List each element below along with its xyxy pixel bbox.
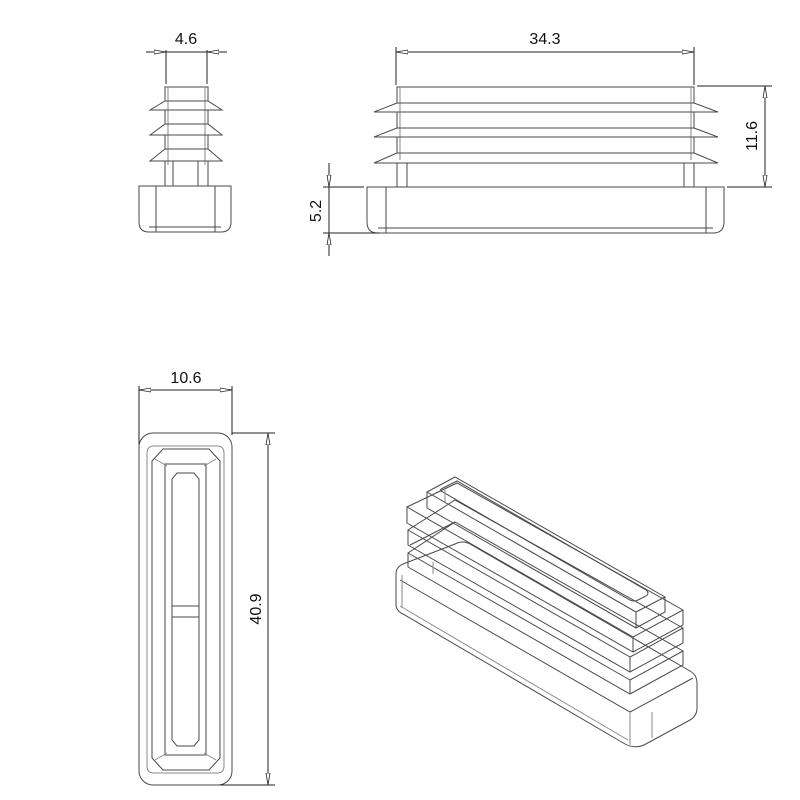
cap-outline: [138, 432, 233, 786]
dimension-insert-height: 11.6: [697, 85, 772, 188]
side-cap-flange: [366, 186, 725, 234]
top-view: 10.6 40.9: [138, 370, 275, 786]
rib-stack: [148, 86, 224, 186]
dimension-label-insert-height: 11.6: [744, 121, 761, 151]
dimension-label-cap-length: 40.9: [248, 593, 265, 624]
dimension-neck-width: 4.6: [146, 31, 227, 84]
cap-flange: [138, 185, 232, 233]
dimension-label-neck-width: 4.6: [175, 31, 197, 48]
dimension-label-cap-width: 10.6: [170, 370, 201, 387]
front-view: 4.6: [138, 31, 232, 233]
side-view: 34.3: [308, 31, 772, 256]
dimension-length: 34.3: [395, 31, 695, 85]
side-rib-stack: [373, 86, 719, 187]
dimension-label-length: 34.3: [529, 31, 560, 48]
dimension-cap-length: 40.9: [220, 432, 275, 786]
isometric-view: [395, 476, 698, 748]
dimension-cap-height: 5.2: [308, 163, 380, 256]
dimension-label-cap-height: 5.2: [308, 200, 325, 222]
dimension-cap-width: 10.6: [138, 370, 233, 445]
